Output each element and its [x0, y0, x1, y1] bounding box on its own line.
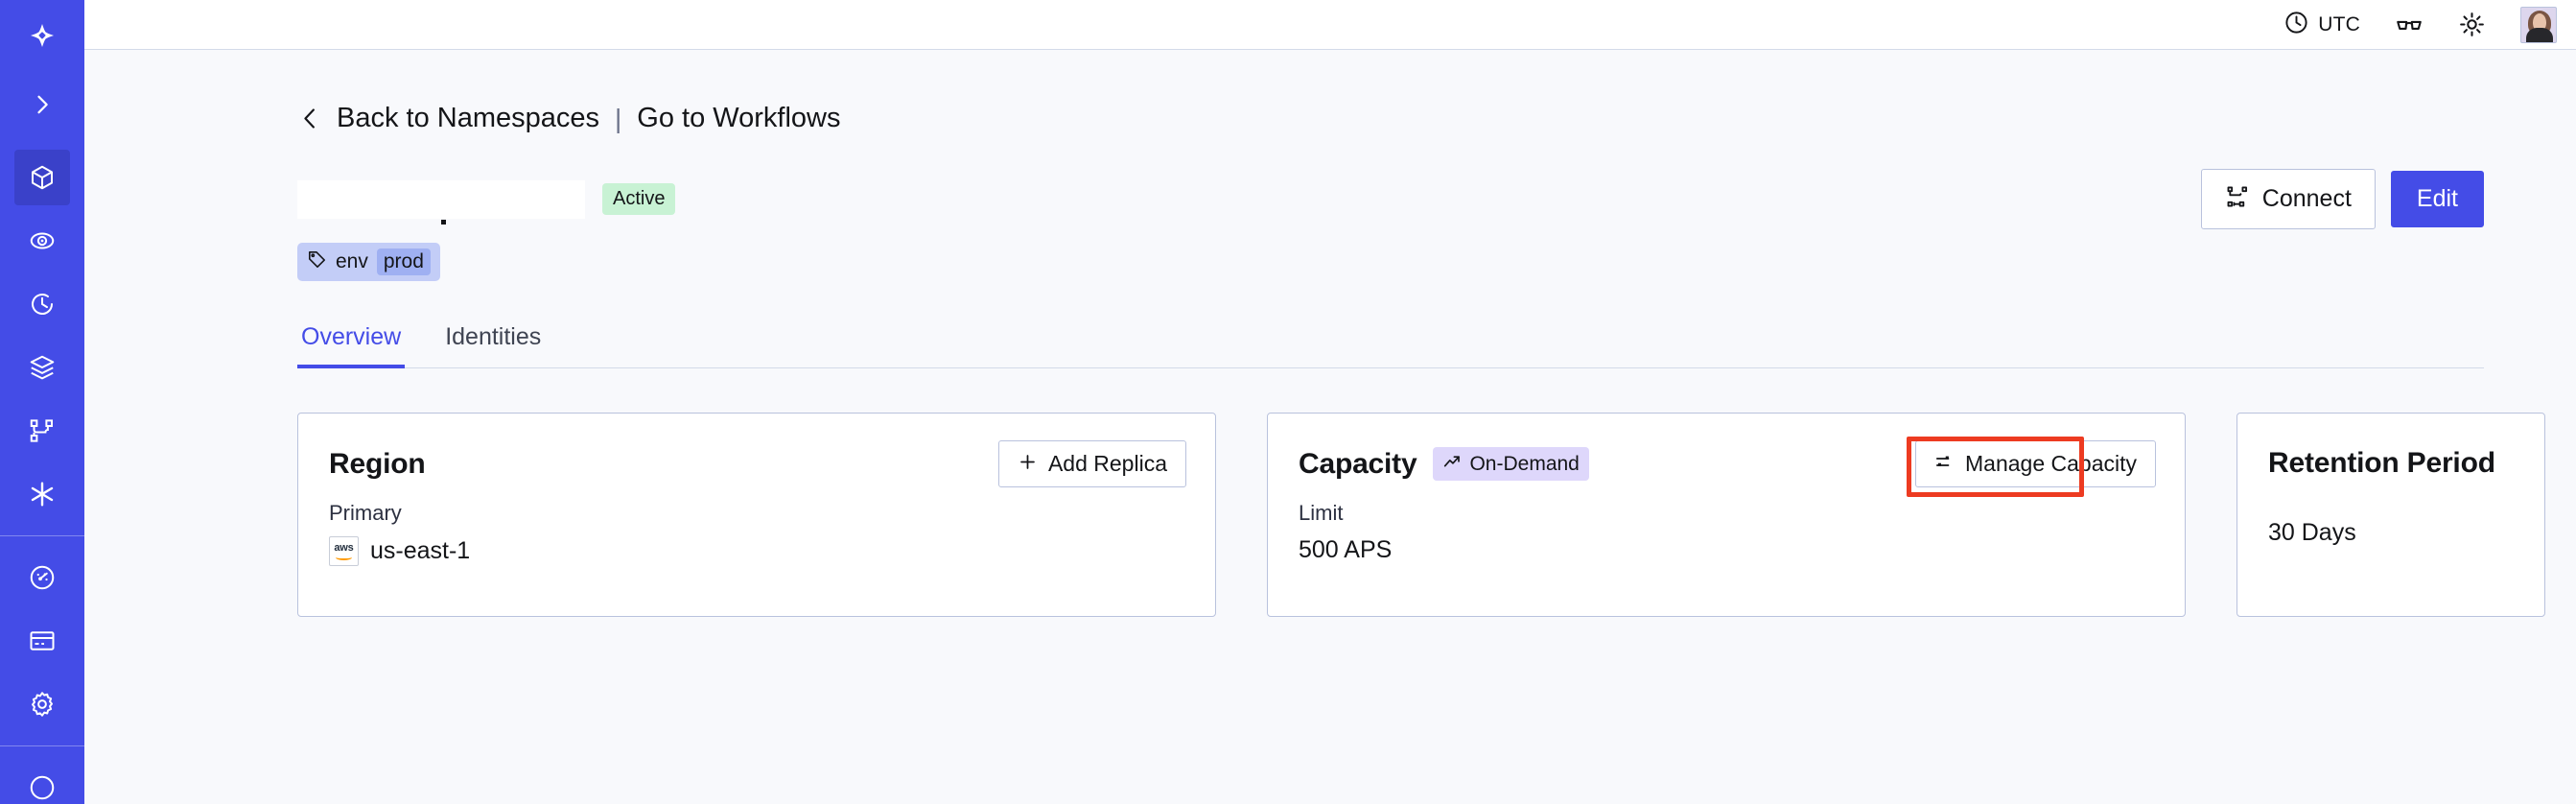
- capacity-mode-label: On-Demand: [1469, 452, 1580, 475]
- clock-icon: [2283, 10, 2309, 40]
- breadcrumb-separator: |: [615, 103, 622, 133]
- tag-icon: [307, 249, 327, 275]
- connect-flow-icon: [2225, 184, 2250, 214]
- retention-value: 30 Days: [2268, 519, 2356, 546]
- avatar-face: [2533, 12, 2546, 32]
- capacity-limit-value: 500 APS: [1299, 536, 1393, 563]
- capacity-card: Capacity On-Demand: [1267, 413, 2186, 617]
- tab-overview[interactable]: Overview: [297, 323, 406, 368]
- sidebar-item-usage[interactable]: [14, 550, 70, 605]
- aws-logo-icon: aws: [329, 536, 359, 566]
- sun-icon[interactable]: [2458, 11, 2486, 38]
- manage-capacity-button[interactable]: Manage Capacity: [1915, 440, 2156, 487]
- breadcrumb: Back to Namespaces | Go to Workflows: [297, 103, 2484, 134]
- namespace-header-row: Active: [297, 169, 2484, 229]
- aws-logo-smile: [336, 555, 352, 560]
- tab-identities[interactable]: Identities: [445, 323, 542, 350]
- region-value: us-east-1: [370, 537, 471, 564]
- sidebar-item-help[interactable]: [14, 760, 70, 804]
- top-bar: UTC: [84, 0, 2576, 50]
- chevron-left-icon[interactable]: [297, 104, 323, 133]
- status-badge: Active: [602, 183, 676, 215]
- timezone-label: UTC: [2318, 12, 2360, 35]
- trending-up-icon: [1442, 452, 1462, 476]
- sidebar-item-batch-operations[interactable]: [14, 340, 70, 395]
- sidebar-item-schedules[interactable]: [14, 276, 70, 332]
- region-card-header: Region Add Replica: [329, 440, 1186, 487]
- overview-cards: Region Add Replica: [297, 413, 2545, 617]
- timezone-selector[interactable]: UTC: [2283, 10, 2360, 40]
- page-content: Back to Namespaces | Go to Workflows Act…: [84, 50, 2576, 804]
- sidebar-item-billing[interactable]: [14, 613, 70, 669]
- sidebar-divider-bottom: [0, 745, 84, 746]
- user-avatar[interactable]: [2520, 6, 2557, 43]
- glasses-icon[interactable]: [2395, 11, 2424, 39]
- page-title: [297, 179, 585, 225]
- region-card-title: Region: [329, 447, 426, 480]
- sidebar-divider: [0, 535, 84, 536]
- region-value-row: aws us-east-1: [329, 536, 1186, 566]
- manage-capacity-label: Manage Capacity: [1965, 451, 2137, 476]
- tag-chip-env[interactable]: env prod: [297, 243, 440, 281]
- primary-sidebar: [0, 0, 84, 804]
- header-actions: Connect Edit: [2200, 169, 2484, 229]
- sidebar-item-observability[interactable]: [14, 213, 70, 269]
- sidebar-item-nexus[interactable]: [14, 466, 70, 522]
- retention-card-title: Retention Period: [2268, 447, 2495, 479]
- capacity-limit-label: Limit: [1299, 501, 1344, 525]
- sidebar-item-workflows[interactable]: [14, 403, 70, 459]
- retention-card-header: Retention Period: [2268, 440, 2516, 486]
- breadcrumb-back-link[interactable]: Back to Namespaces: [337, 103, 600, 133]
- connect-button-label: Connect: [2261, 185, 2352, 212]
- add-replica-label: Add Replica: [1047, 451, 1167, 476]
- add-replica-button[interactable]: Add Replica: [997, 440, 1186, 487]
- breadcrumb-workflows-link[interactable]: Go to Workflows: [637, 103, 841, 133]
- retention-card: Retention Period 30 Days: [2236, 413, 2545, 617]
- plus-icon: [1018, 452, 1038, 476]
- edit-button-label: Edit: [2416, 185, 2458, 212]
- sidebar-item-settings[interactable]: [14, 676, 70, 732]
- sliders-icon: [1934, 452, 1955, 476]
- region-card: Region Add Replica: [297, 413, 1216, 617]
- region-primary-label: Primary: [329, 501, 402, 525]
- tag-value: prod: [376, 248, 431, 275]
- namespace-tags: env prod: [297, 243, 2484, 281]
- capacity-card-header: Capacity On-Demand: [1299, 440, 2156, 487]
- avatar-body: [2526, 27, 2553, 42]
- sidebar-item-namespaces[interactable]: [14, 150, 70, 205]
- namespace-tabs: Overview Identities: [297, 323, 2484, 368]
- temporal-logo-icon[interactable]: [14, 8, 70, 63]
- connect-button[interactable]: Connect: [2200, 169, 2376, 229]
- capacity-card-title: Capacity: [1299, 447, 1417, 480]
- title-glyph-remnant: [441, 219, 446, 225]
- main-region: UTC: [84, 0, 2576, 804]
- chevron-right-icon[interactable]: [14, 77, 70, 132]
- tag-key: env: [336, 250, 368, 272]
- capacity-mode-badge: On-Demand: [1433, 446, 1589, 482]
- aws-logo-text: aws: [334, 541, 354, 554]
- edit-button[interactable]: Edit: [2390, 171, 2484, 227]
